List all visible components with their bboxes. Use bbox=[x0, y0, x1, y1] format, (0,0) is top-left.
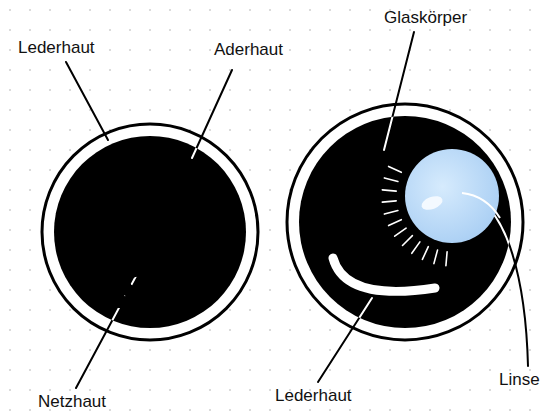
part-label: Glaskörper bbox=[384, 8, 467, 28]
sclera-ring bbox=[287, 104, 523, 340]
leader-line bbox=[462, 193, 500, 218]
leader-line bbox=[138, 250, 150, 272]
part-label: Lederhaut bbox=[275, 386, 352, 406]
sclera-ring bbox=[42, 124, 258, 340]
part-label: Linse bbox=[499, 370, 540, 390]
sclera-arc bbox=[333, 258, 435, 291]
eye-interior bbox=[299, 116, 511, 328]
leader-lines-inner bbox=[76, 32, 528, 388]
part-label: Netzhaut bbox=[38, 392, 106, 412]
part-label: Lederhaut bbox=[18, 38, 95, 58]
part-label: Aderhaut bbox=[214, 40, 283, 60]
lens-highlight bbox=[420, 194, 445, 213]
choroid bbox=[54, 136, 246, 328]
leader-lines bbox=[66, 32, 528, 388]
retina-squiggle bbox=[98, 168, 221, 302]
lens bbox=[405, 149, 499, 243]
